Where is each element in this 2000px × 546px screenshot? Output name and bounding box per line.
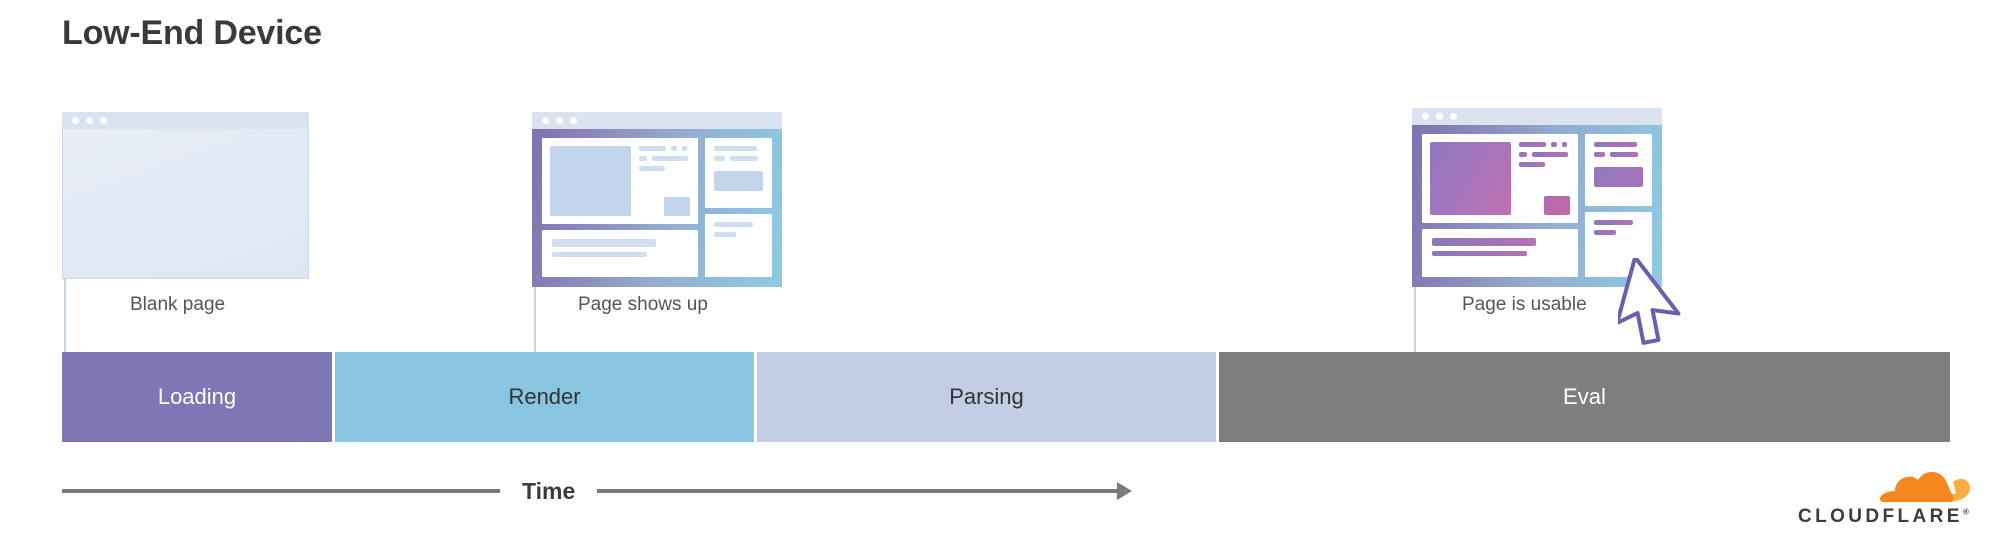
- window-dot-close-icon: [542, 117, 549, 124]
- cloudflare-cloud-icon: [1880, 472, 1971, 502]
- placeholder-line: [552, 239, 656, 248]
- content-card-strip: [1422, 228, 1579, 277]
- content-main-column: [542, 138, 699, 277]
- content-card-strip: [542, 230, 699, 277]
- placeholder-button: [1543, 195, 1571, 215]
- placeholder-text-group: [639, 146, 691, 217]
- placeholder-line-row: [714, 156, 763, 161]
- browser-titlebar: [532, 112, 782, 129]
- browser-content-rendered: [532, 129, 782, 287]
- window-dot-maximize-icon: [1450, 113, 1457, 120]
- timeline-segment-loading[interactable]: Loading: [62, 352, 332, 442]
- browser-content-usable: [1412, 125, 1662, 287]
- placeholder-text-group: [1519, 142, 1571, 215]
- browser-window-rendered: [532, 112, 782, 287]
- mouse-pointer-icon: [1615, 255, 1688, 348]
- timeline-segment-label: Loading: [157, 384, 237, 409]
- placeholder-image: [550, 146, 632, 217]
- content-side-column: [1585, 134, 1652, 277]
- time-axis: Time: [62, 478, 1132, 504]
- content-card-side-top: [705, 138, 772, 208]
- arrow-right-icon: [1117, 482, 1132, 500]
- milestone-caption-rendered: Page shows up: [578, 294, 708, 315]
- placeholder-button: [714, 171, 763, 191]
- content-card-hero: [1422, 134, 1579, 223]
- placeholder-line: [1594, 142, 1638, 147]
- timeline-bar: Loading Render Parsing Eval: [62, 352, 1950, 442]
- placeholder-line-row: [1519, 142, 1570, 147]
- milestone-caption-usable: Page is usable: [1462, 294, 1587, 315]
- placeholder-button: [663, 197, 691, 217]
- placeholder-image: [1430, 142, 1512, 215]
- cloudflare-logo: CLOUDFLARE®: [1798, 466, 1978, 528]
- connector-line-blank: [64, 279, 66, 352]
- browser-window-usable: [1412, 108, 1662, 287]
- timeline-segment-parsing[interactable]: Parsing: [757, 352, 1216, 442]
- timeline-segment-label: Render: [508, 384, 581, 409]
- page-title: Low-End Device: [62, 14, 322, 52]
- content-card-hero: [542, 138, 699, 225]
- placeholder-line-row: [639, 156, 690, 161]
- browser-content-blank: [62, 129, 309, 279]
- window-dot-close-icon: [72, 117, 79, 124]
- placeholder-line: [639, 166, 665, 171]
- browser-window-blank: [62, 112, 309, 279]
- axis-right-group: [597, 482, 1132, 500]
- axis-line-left: [62, 489, 500, 493]
- window-dot-maximize-icon: [570, 117, 577, 124]
- placeholder-line: [714, 231, 736, 237]
- timeline-segment-label: Eval: [1563, 384, 1606, 409]
- cloudflare-wordmark: CLOUDFLARE®: [1798, 506, 1969, 528]
- placeholder-line: [1519, 162, 1545, 167]
- connector-line-rendered: [534, 287, 536, 352]
- browser-titlebar: [62, 112, 309, 129]
- window-dot-maximize-icon: [100, 117, 107, 124]
- connector-line-usable: [1414, 287, 1416, 352]
- timeline-segment-render[interactable]: Render: [334, 352, 755, 442]
- placeholder-line: [1432, 237, 1536, 246]
- axis-label-time: Time: [522, 477, 576, 504]
- placeholder-line-row: [639, 146, 690, 151]
- window-dot-minimize-icon: [86, 117, 93, 124]
- window-dot-minimize-icon: [556, 117, 563, 124]
- window-dot-close-icon: [1422, 113, 1429, 120]
- axis-line-right: [597, 489, 1118, 493]
- placeholder-line: [714, 146, 758, 151]
- content-card-side-bottom: [705, 213, 772, 277]
- browser-titlebar: [1412, 108, 1662, 125]
- timeline-segment-eval[interactable]: Eval: [1218, 352, 1950, 442]
- window-dot-minimize-icon: [1436, 113, 1443, 120]
- placeholder-line: [1594, 219, 1634, 225]
- trademark-symbol: ®: [1962, 507, 1969, 517]
- placeholder-line-row: [1594, 152, 1643, 157]
- cloudflare-wordmark-text: CLOUDFLARE: [1798, 506, 1963, 527]
- content-main-column: [1422, 134, 1579, 277]
- milestone-caption-blank: Blank page: [130, 294, 226, 315]
- content-card-side-top: [1585, 134, 1652, 206]
- placeholder-line-row: [1519, 152, 1570, 157]
- placeholder-line: [714, 221, 754, 227]
- content-side-column: [705, 138, 772, 277]
- placeholder-line: [552, 252, 648, 258]
- placeholder-line: [1594, 229, 1616, 235]
- timeline-segment-label: Parsing: [949, 384, 1024, 409]
- placeholder-line: [1432, 250, 1528, 256]
- placeholder-button: [1594, 167, 1643, 187]
